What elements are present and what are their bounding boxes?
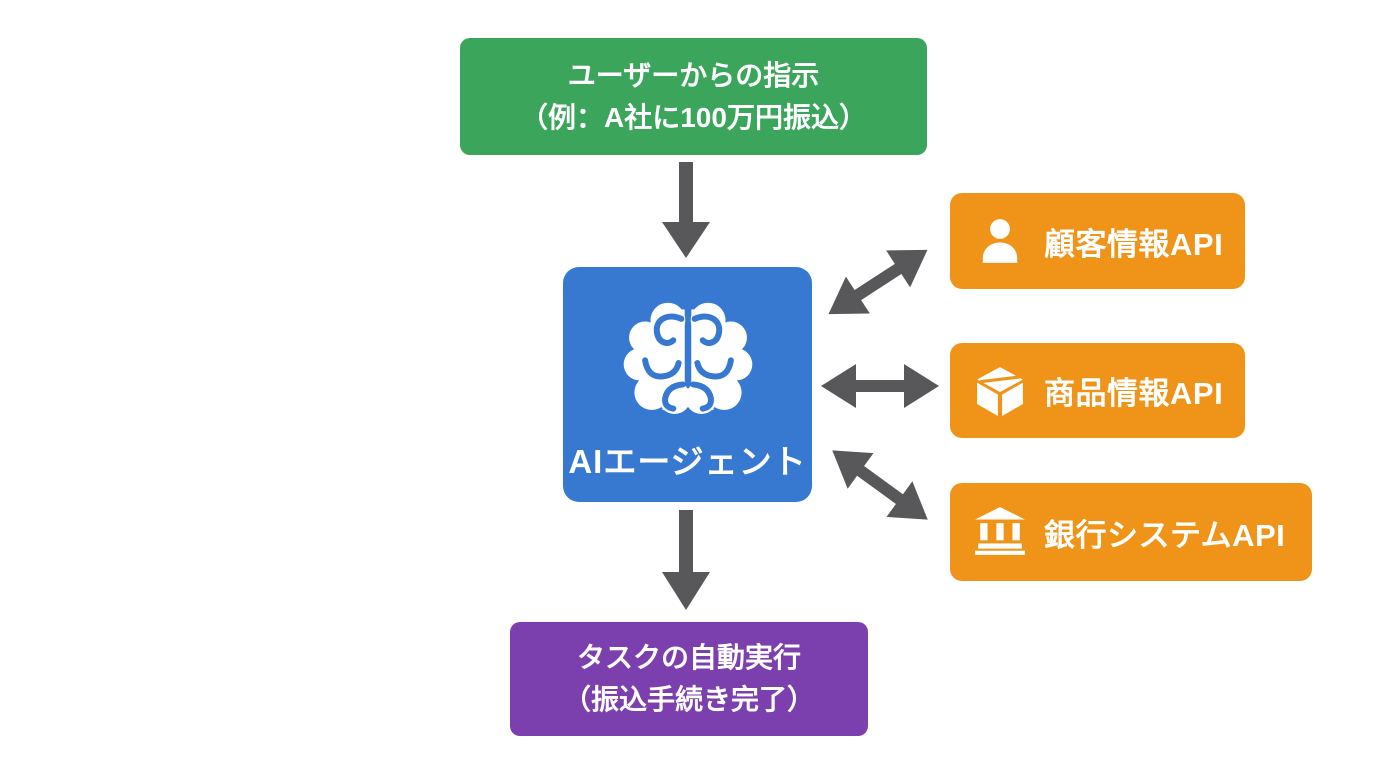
user-instruction-line2: （例：A社に100万円振込） (520, 101, 867, 133)
bank-system-api-label: 銀行システムAPI (1044, 517, 1286, 553)
double-arrow-agent-customer-api (816, 231, 940, 333)
product-info-api-label: 商品情報API (1044, 376, 1224, 411)
user-instruction-line1: ユーザーからの指示 (567, 59, 820, 91)
node-product-info-api: 商品情報API (950, 343, 1245, 438)
ai-agent-label: AIエージェント (568, 443, 807, 480)
node-ai-agent: AIエージェント (563, 267, 812, 502)
node-user-instruction: ユーザーからの指示 （例：A社に100万円振込） (460, 38, 927, 155)
task-execution-line1: タスクの自動実行 (576, 642, 801, 673)
node-task-execution: タスクの自動実行 （振込手続き完了） (510, 622, 868, 736)
person-icon (974, 210, 1026, 272)
package-icon (974, 360, 1026, 422)
customer-info-api-label: 顧客情報API (1044, 226, 1224, 262)
node-bank-system-api: 銀行システムAPI (950, 483, 1312, 581)
double-arrow-agent-product-api (821, 364, 939, 408)
bank-icon (974, 501, 1026, 563)
node-customer-info-api: 顧客情報API (950, 193, 1245, 289)
arrow-down-instruction-to-agent (662, 162, 710, 258)
task-execution-line2: （振込手続き完了） (562, 684, 815, 715)
double-arrow-agent-bank-api (819, 432, 941, 538)
brain-icon (621, 293, 755, 425)
arrow-down-agent-to-task (662, 510, 710, 610)
